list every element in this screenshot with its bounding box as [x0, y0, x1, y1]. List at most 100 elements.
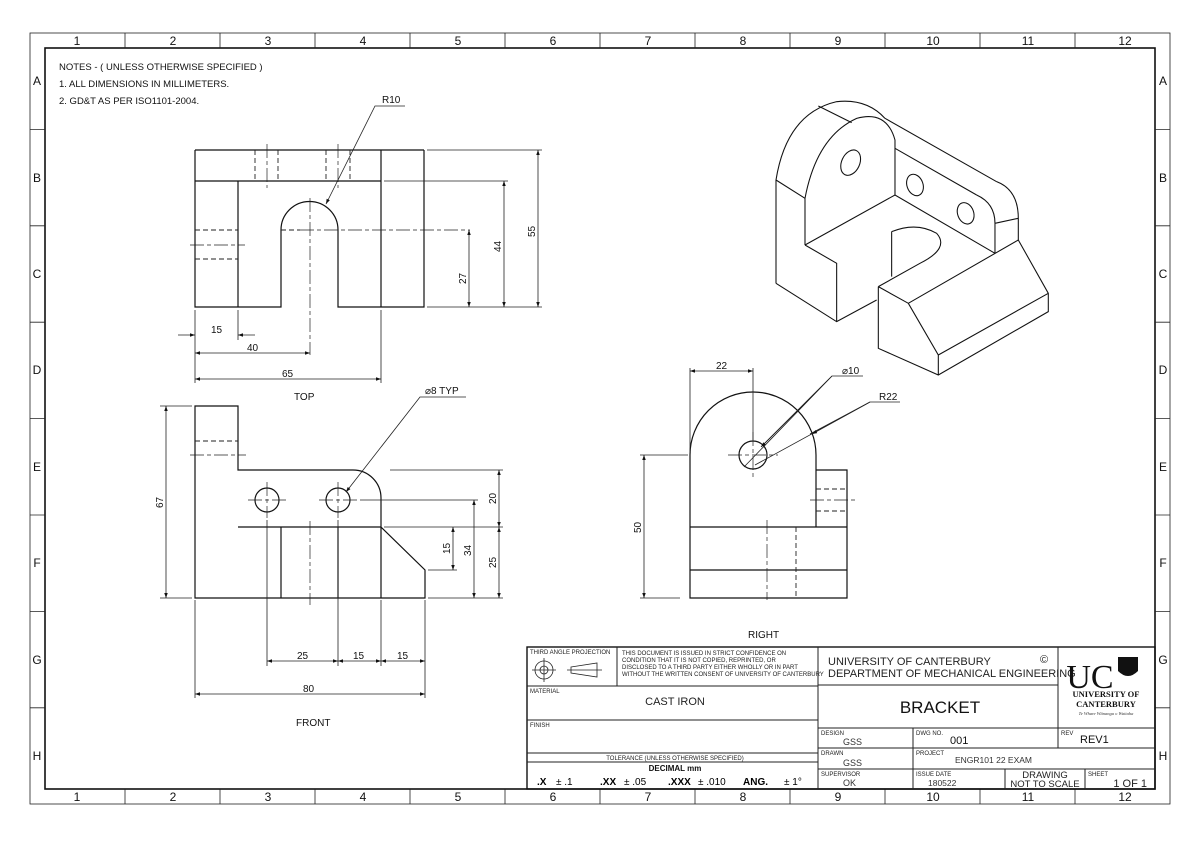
dim-r10: R10: [382, 95, 401, 106]
issue-date-value: 180522: [928, 778, 957, 788]
grid-col: 12: [1118, 34, 1132, 48]
sheet-value: 1 OF 1: [1113, 778, 1147, 790]
tol-key: .X: [537, 777, 547, 788]
rev-value: REV1: [1080, 734, 1109, 746]
scale-note: NOT TO SCALE: [1010, 779, 1079, 790]
supervisor-value: OK: [843, 778, 856, 788]
grid-col: 7: [645, 790, 652, 804]
grid-col: 1: [74, 34, 81, 48]
front-view: ⌀8 TYP 67 20 15 34 25 25 15 15 80 FRONT: [155, 386, 503, 729]
grid-col: 3: [265, 34, 272, 48]
grid-col: 9: [835, 34, 842, 48]
notes: NOTES - ( UNLESS OTHERWISE SPECIFIED ) 1…: [59, 62, 263, 107]
drawn-value: GSS: [843, 758, 862, 768]
grid-row-labels-left: A B C D E F G H: [32, 74, 41, 763]
grid-col: 10: [926, 34, 940, 48]
tol-key: .XX: [600, 777, 616, 788]
confidential-line: THIS DOCUMENT IS ISSUED IN STRICT CONFID…: [622, 651, 786, 657]
grid-col: 8: [740, 790, 747, 804]
dwg-no-label: DWG NO.: [916, 731, 943, 737]
note-item: 1. ALL DIMENSIONS IN MILLIMETERS.: [59, 79, 229, 90]
tol-key: .XXX: [668, 777, 691, 788]
view-label-front: FRONT: [296, 718, 330, 729]
dim-15a: 15: [353, 651, 365, 662]
grid-row: F: [1159, 556, 1166, 570]
supervisor-label: SUPERVISOR: [821, 772, 861, 778]
dim-27: 27: [458, 272, 469, 284]
grid-col: 2: [170, 790, 177, 804]
logo-motto: Te Whare Wānanga o Waitaha: [1079, 711, 1135, 716]
grid-row: G: [1158, 653, 1167, 667]
issue-date-label: ISSUE DATE: [916, 772, 951, 778]
project-value: ENGR101 22 EXAM: [955, 755, 1032, 765]
notes-title: NOTES - ( UNLESS OTHERWISE SPECIFIED ): [59, 62, 263, 73]
top-view: R10 15 40 65 27 44 55 TOP: [178, 95, 542, 403]
design-label: DESIGN: [821, 731, 844, 737]
grid-col: 12: [1118, 790, 1132, 804]
dim-r22: R22: [879, 392, 898, 403]
grid-column-labels-top: 1 2 3 4 5 6 7 8 9 10 11 12: [74, 34, 1132, 48]
drawn-label: DRAWN: [821, 751, 843, 757]
dim-25: 25: [297, 651, 309, 662]
view-label-right: RIGHT: [748, 630, 779, 641]
dim-65: 65: [282, 369, 294, 380]
tol-val: ± .1: [556, 777, 573, 788]
confidential-line: DISCLOSED TO A THIRD PARTY EITHER WHOLLY…: [622, 665, 798, 671]
logo-name: CANTERBURY: [1076, 699, 1136, 709]
grid-row-labels-right: A B C D E F G H: [1158, 74, 1167, 763]
sheet-label: SHEET: [1088, 772, 1108, 778]
grid-col: 11: [1022, 790, 1035, 804]
grid-col: 8: [740, 34, 747, 48]
dim-80: 80: [303, 684, 315, 695]
grid-row: C: [33, 267, 42, 281]
material-value: CAST IRON: [645, 696, 705, 708]
right-view: 22 ⌀10 R22 50 RIGHT: [633, 361, 900, 641]
university-logo: UC UNIVERSITY OF CANTERBURY Te Whare Wān…: [1066, 657, 1140, 716]
grid-row: B: [33, 171, 41, 185]
grid-col: 4: [360, 34, 367, 48]
note-item: 2. GD&T AS PER ISO1101-2004.: [59, 96, 199, 107]
confidential-line: CONDITION THAT IT IS NOT COPIED, REPRINT…: [622, 658, 776, 664]
grid-row: G: [32, 653, 41, 667]
dim-25-vert: 25: [488, 556, 499, 568]
grid-row: D: [33, 363, 42, 377]
grid-row: H: [1159, 749, 1168, 763]
projection-label: THIRD ANGLE PROJECTION: [530, 650, 610, 656]
tol-val: ± .05: [624, 777, 647, 788]
confidential-line: WITHOUT THE WRITTEN CONSENT OF UNIVERSIT…: [622, 672, 824, 678]
grid-row: E: [1159, 460, 1167, 474]
grid-col: 7: [645, 34, 652, 48]
dim-15b: 15: [397, 651, 409, 662]
dim-15-vert: 15: [442, 542, 453, 554]
grid-col: 3: [265, 790, 272, 804]
title-block: THIRD ANGLE PROJECTION THIS DOCUMENT IS …: [526, 646, 1156, 790]
grid-col: 5: [455, 34, 462, 48]
grid-col: 1: [74, 790, 81, 804]
dim-15: 15: [211, 325, 223, 336]
grid-row: E: [33, 460, 41, 474]
grid-col: 9: [835, 790, 842, 804]
dim-34: 34: [463, 544, 474, 556]
grid-row: A: [1159, 74, 1167, 88]
grid-col: 6: [550, 790, 557, 804]
material-label: MATERIAL: [530, 689, 560, 695]
grid-col: 6: [550, 34, 557, 48]
grid-col: 4: [360, 790, 367, 804]
department-name: DEPARTMENT OF MECHANICAL ENGINEERING: [828, 668, 1076, 680]
grid-column-labels-bottom: 1 2 3 4 5 6 7 8 9 10 11 12: [74, 790, 1132, 804]
tolerance-label: TOLERANCE (UNLESS OTHERWISE SPECIFIED): [606, 756, 743, 762]
decimal-label: DECIMAL mm: [649, 764, 702, 773]
dim-44: 44: [493, 240, 504, 252]
dim-40: 40: [247, 343, 259, 354]
dim-20: 20: [488, 492, 499, 504]
grid-col: 10: [926, 790, 940, 804]
grid-row: F: [33, 556, 40, 570]
dim-67: 67: [155, 496, 166, 508]
logo-name: UNIVERSITY OF: [1073, 689, 1140, 699]
grid-col: 11: [1022, 34, 1035, 48]
dim-50: 50: [633, 521, 644, 533]
isometric-view: [775, 100, 1049, 376]
project-label: PROJECT: [916, 751, 944, 757]
grid-row: D: [1159, 363, 1168, 377]
